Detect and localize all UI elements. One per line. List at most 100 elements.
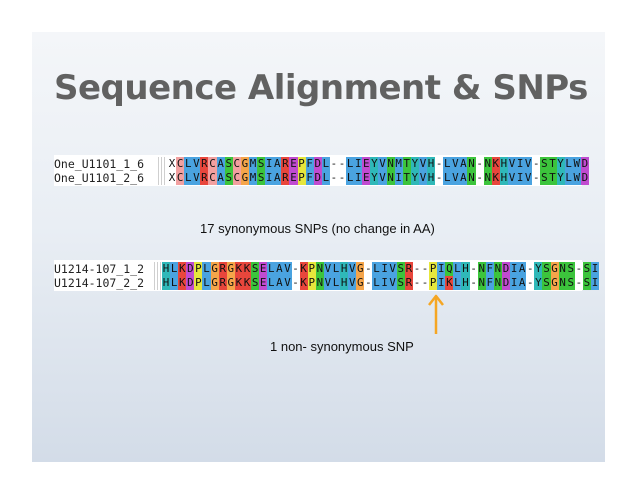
residue: I — [265, 171, 274, 185]
residue: P — [194, 262, 203, 276]
residue: G — [240, 157, 249, 171]
residue: G — [240, 171, 249, 185]
residue: A — [459, 157, 468, 171]
residue: V — [348, 276, 357, 290]
residue: R — [218, 262, 227, 276]
residue: L — [443, 157, 452, 171]
residue: Y — [556, 157, 565, 171]
residue: - — [469, 262, 478, 276]
residue: L — [184, 157, 193, 171]
residue: K — [445, 276, 454, 290]
residue: N — [483, 157, 492, 171]
residue: - — [364, 262, 373, 276]
synonymous-snp-caption: 17 synonymous SNPs (no change in AA) — [200, 221, 435, 236]
residue: F — [485, 276, 494, 290]
residue: V — [388, 276, 397, 290]
residue: - — [329, 171, 338, 185]
residue: N — [477, 276, 486, 290]
residue: H — [162, 262, 171, 276]
residue: X — [168, 157, 177, 171]
residue: - — [469, 276, 478, 290]
residue: R — [281, 171, 290, 185]
residue: - — [364, 276, 373, 290]
residue: L — [564, 171, 573, 185]
residue: M — [394, 157, 403, 171]
residue: - — [291, 262, 300, 276]
residue: A — [275, 276, 284, 290]
residue: C — [208, 171, 217, 185]
residue: C — [176, 171, 185, 185]
residue: - — [435, 171, 444, 185]
residue: K — [299, 276, 308, 290]
residue: H — [427, 171, 436, 185]
residue: - — [337, 171, 347, 185]
residue: V — [451, 157, 460, 171]
residue: P — [307, 276, 316, 290]
residue: D — [580, 157, 589, 171]
residue: N — [477, 262, 486, 276]
residue: L — [453, 262, 462, 276]
residue: M — [248, 157, 258, 171]
residue: P — [297, 157, 306, 171]
residue: F — [305, 157, 314, 171]
column-separator — [154, 262, 161, 276]
residue: G — [226, 276, 235, 290]
slide-title: Sequence Alignment & SNPs — [54, 68, 588, 108]
residue: N — [493, 262, 502, 276]
residue: L — [202, 276, 211, 290]
residue: C — [208, 157, 217, 171]
residue: A — [518, 262, 527, 276]
residue: P — [297, 171, 306, 185]
residue: - — [532, 157, 541, 171]
column-separator — [154, 276, 161, 290]
residue: V — [283, 262, 292, 276]
residue: P — [429, 262, 438, 276]
residue: - — [412, 276, 421, 290]
residue: S — [251, 276, 260, 290]
residue: L — [346, 171, 355, 185]
residue: S — [540, 157, 549, 171]
sequence-name: U1214-107_1_2 — [54, 262, 145, 276]
residue: H — [340, 262, 349, 276]
residue: K — [178, 262, 187, 276]
residue: N — [467, 171, 476, 185]
residue: S — [224, 171, 233, 185]
residue: S — [257, 171, 266, 185]
residue: V — [418, 157, 427, 171]
residue: S — [257, 157, 266, 171]
residue: I — [380, 262, 389, 276]
residue: V — [524, 157, 533, 171]
residue: C — [176, 157, 185, 171]
residue: S — [540, 171, 549, 185]
residue: I — [354, 171, 363, 185]
residue: D — [501, 276, 511, 290]
residue: L — [372, 262, 381, 276]
residue: K — [234, 262, 243, 276]
residue: Y — [534, 276, 543, 290]
residue: L — [331, 262, 341, 276]
residue: - — [435, 157, 444, 171]
residue: S — [224, 157, 233, 171]
snp-arrow-icon — [428, 294, 444, 334]
residue: I — [516, 157, 525, 171]
residue: G — [550, 262, 559, 276]
residue: N — [483, 171, 492, 185]
residue: I — [510, 276, 519, 290]
residue: E — [289, 157, 298, 171]
residue: L — [331, 276, 341, 290]
residue: W — [572, 157, 581, 171]
residue: G — [356, 262, 365, 276]
residue: K — [234, 276, 243, 290]
residue: L — [453, 276, 462, 290]
residue: M — [248, 171, 258, 185]
residue: G — [550, 276, 559, 290]
residue: E — [259, 262, 268, 276]
residue: P — [307, 262, 316, 276]
residue: K — [299, 262, 308, 276]
residue: E — [289, 171, 298, 185]
